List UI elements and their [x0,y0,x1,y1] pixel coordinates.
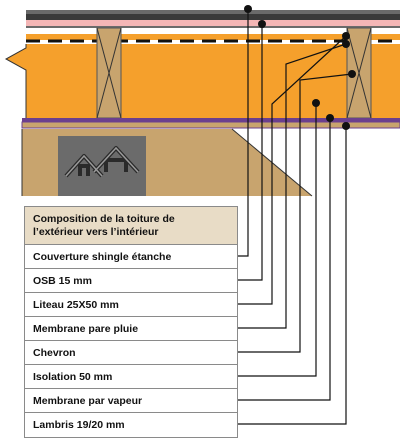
leader-rain-membrane [238,43,347,329]
leader-batten [238,35,347,305]
leader-lines [238,9,353,425]
leader-insulation [238,103,317,377]
batten-layer [26,34,400,40]
insulation-layer [6,44,400,118]
legend-row-insulation: Isolation 50 mm [25,365,237,389]
legend-row-shingle: Couverture shingle étanche [25,245,237,269]
layer-legend-table: Composition de la toiture de l’extérieur… [24,206,238,438]
leader-rafter [238,73,353,353]
legend-row-vapor-membrane: Membrane par vapeur [25,389,237,413]
legend-header-line2: l’extérieur vers l’intérieur [33,226,159,238]
rafter-left [96,27,122,119]
house-roof-logo-icon [58,136,146,196]
leader-osb [238,24,263,281]
leader-lambris [238,126,347,425]
legend-row-lambris: Lambris 19/20 mm [33,419,125,431]
leader-vapor [238,118,331,401]
shingle-layer [26,10,400,14]
vapor-membrane-layer [22,118,400,122]
roof-edge-outline [4,44,27,118]
legend-row-osb: OSB 15 mm [25,269,237,293]
leader-shingle [238,9,249,257]
legend-row-rafter: Chevron [25,341,237,365]
legend-header-line1: Composition de la toiture de [33,213,175,225]
lambris-layer [21,121,400,129]
shingle-layer-dark [26,14,400,20]
osb-layer [26,20,400,26]
osb-layer-line [26,26,400,28]
leader-dots [244,5,356,130]
legend-row-batten: Liteau 25X50 mm [25,293,237,317]
legend-header: Composition de la toiture de l’extérieur… [25,207,237,245]
legend-row-rain-membrane: Membrane pare pluie [25,317,237,341]
